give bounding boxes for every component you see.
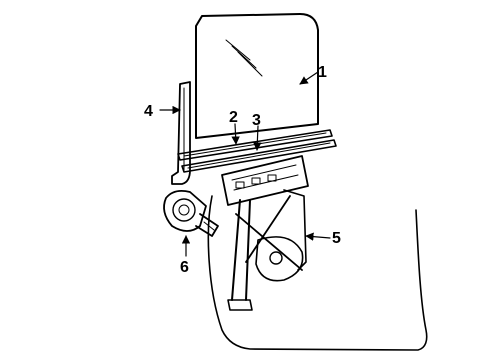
leader-3 bbox=[253, 125, 262, 151]
callout-6: 6 bbox=[180, 259, 189, 276]
door-panel-outline bbox=[207, 195, 428, 351]
regulator-motor bbox=[163, 189, 219, 237]
leader-5 bbox=[305, 232, 331, 241]
leader-2 bbox=[231, 123, 240, 145]
callout-2: 2 bbox=[229, 109, 238, 126]
callout-1: 1 bbox=[318, 64, 327, 81]
door-glass bbox=[195, 13, 319, 139]
glass-run-channel-inner bbox=[181, 139, 337, 173]
window-regulator bbox=[221, 155, 309, 311]
leader-lines bbox=[159, 71, 331, 257]
callout-3: 3 bbox=[252, 112, 261, 129]
leader-1 bbox=[299, 71, 319, 85]
callout-4: 4 bbox=[144, 103, 153, 120]
callout-5: 5 bbox=[332, 230, 341, 247]
vertical-glass-run bbox=[171, 81, 191, 185]
